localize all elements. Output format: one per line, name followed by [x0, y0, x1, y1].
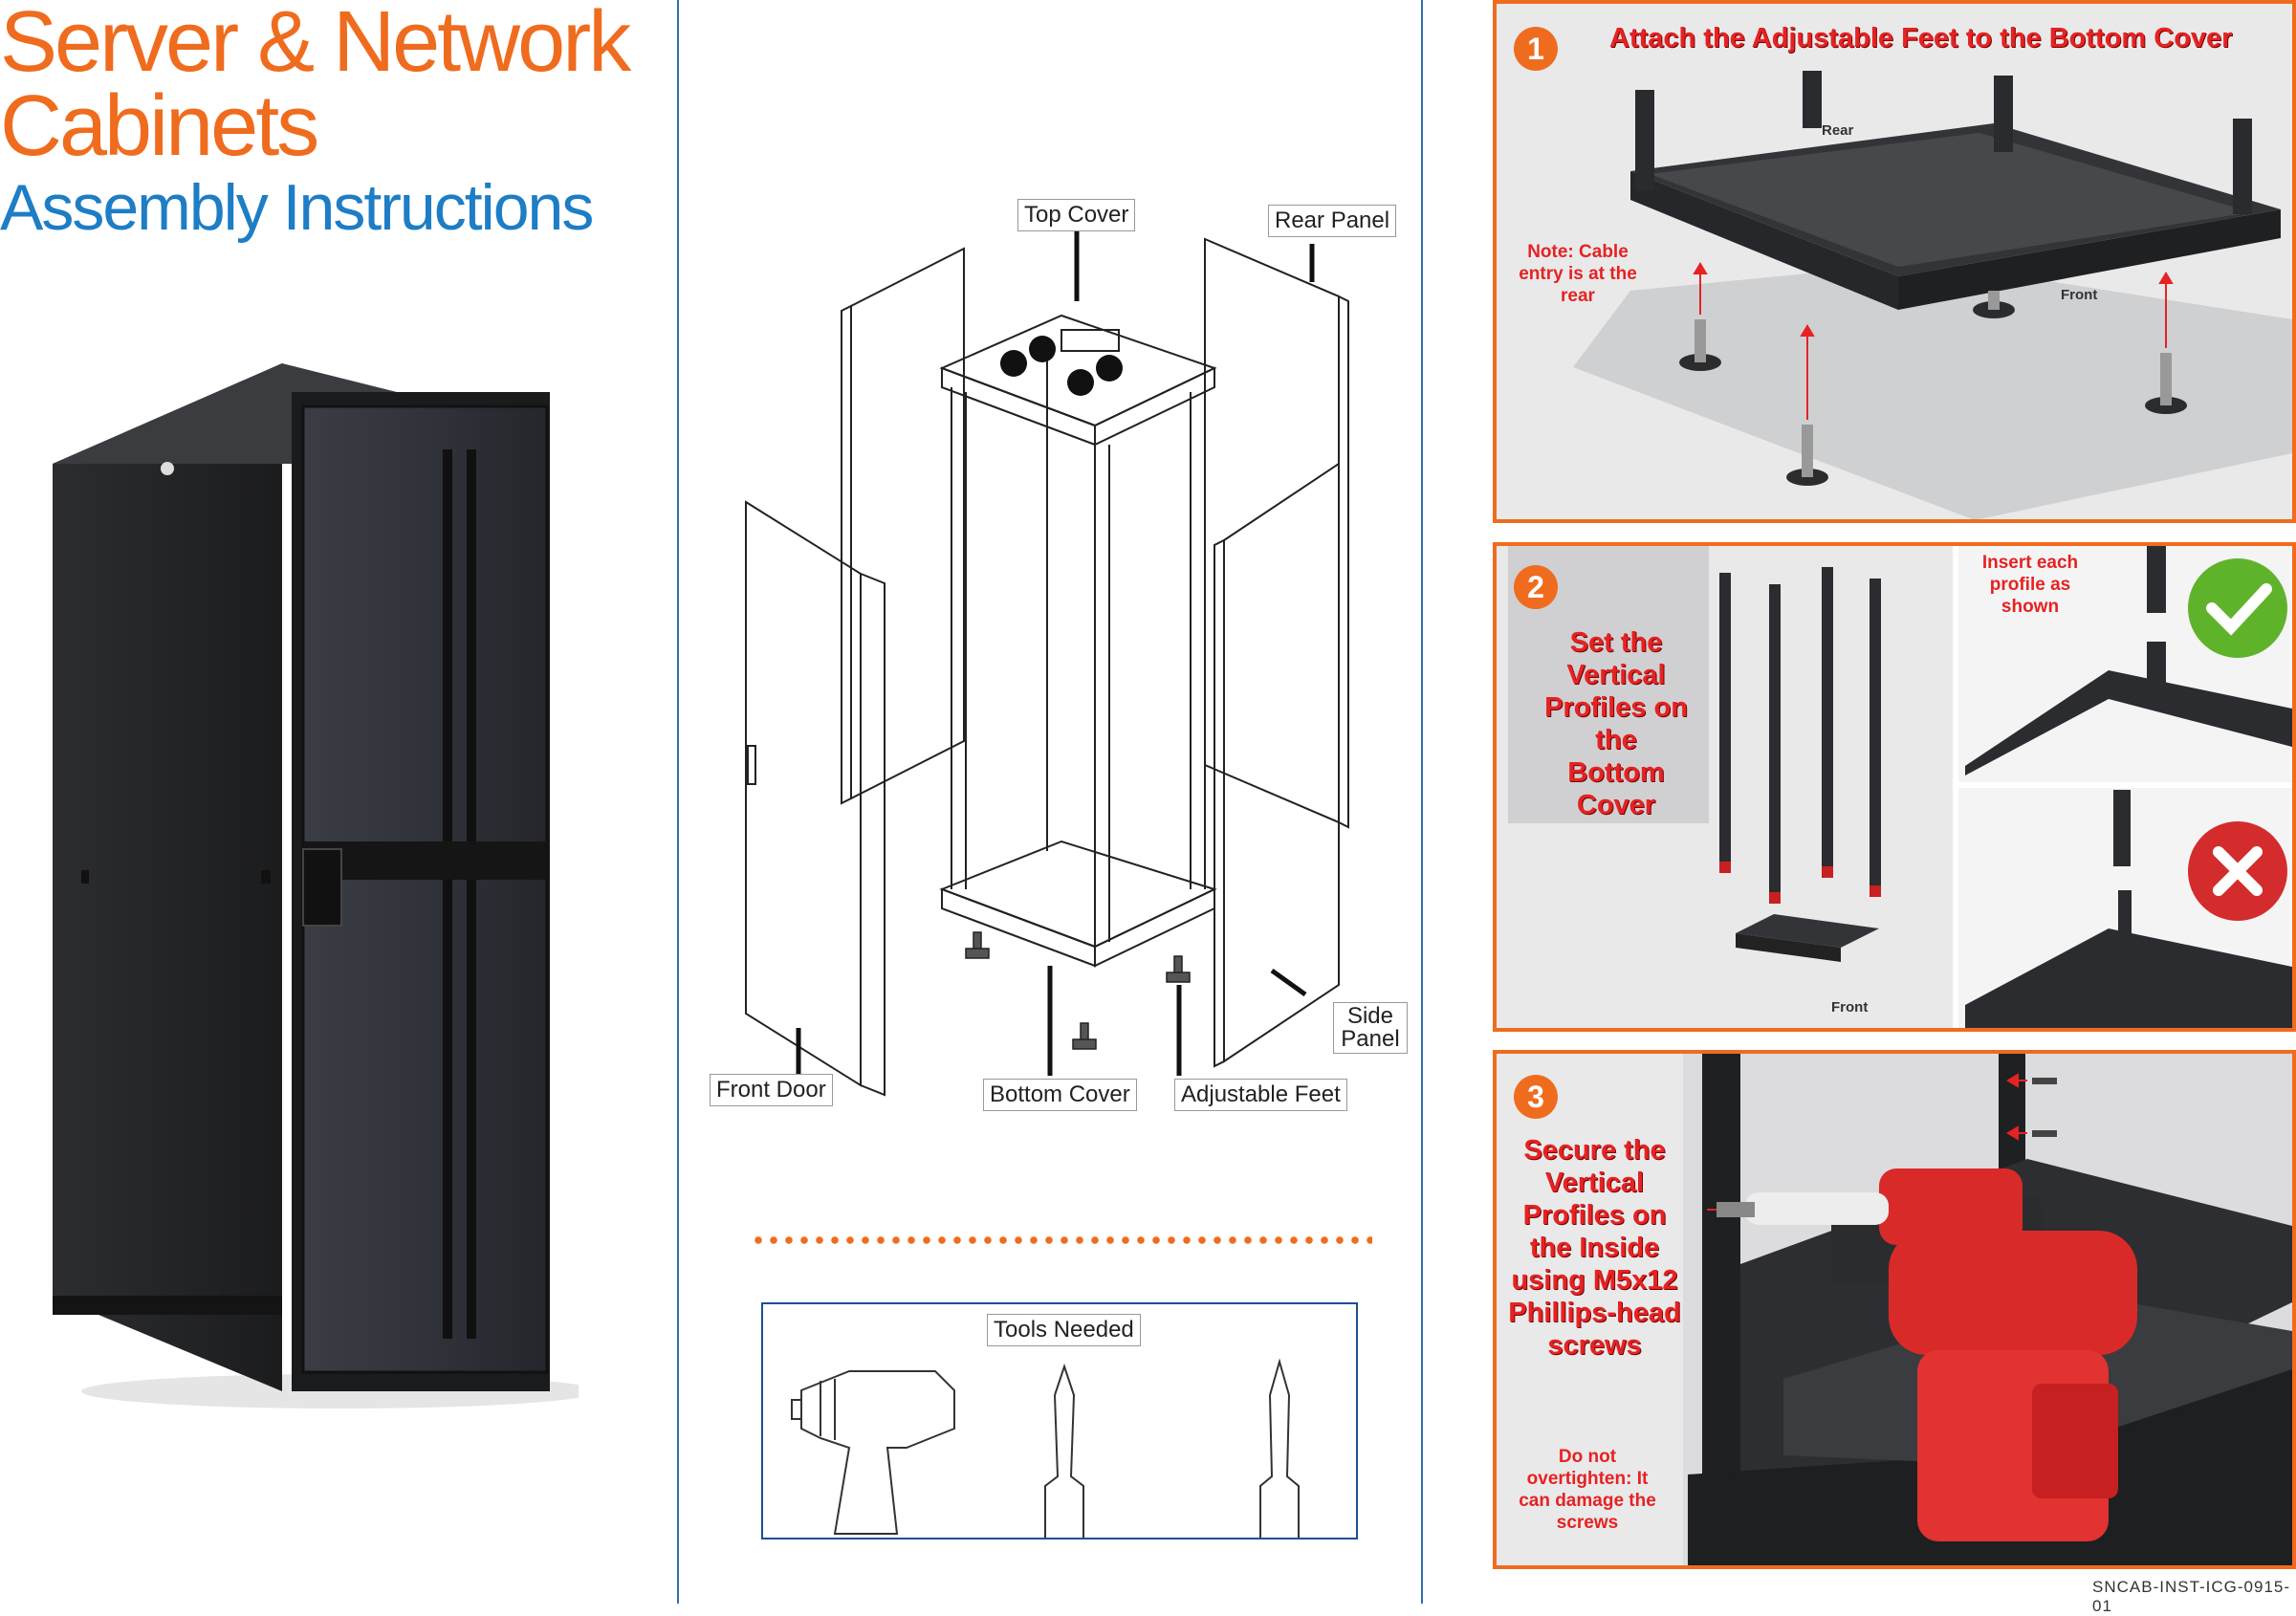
step-1-number: 1: [1514, 27, 1558, 71]
step-2-insert-note: Insert each profile as shown: [1981, 553, 2079, 617]
step-1-front-label: Front: [2061, 287, 2098, 303]
label-side-panel: Side Panel: [1333, 1002, 1408, 1054]
label-front-door: Front Door: [710, 1074, 833, 1106]
page-title: Server & Network Cabinets: [0, 0, 631, 174]
step-1-title: Attach the Adjustable Feet to the Bottom…: [1609, 23, 2233, 54]
step-2-panel: 2 Set the Vertical Profiles on the Botto…: [1493, 542, 2296, 1032]
step-3-warning: Do not overtighten: It can damage the sc…: [1519, 1447, 1656, 1533]
label-rear-panel: Rear Panel: [1268, 205, 1397, 237]
tools-box: Tools Needed: [761, 1302, 1358, 1540]
footer-code: SNCAB-INST-ICG-0915-01: [2092, 1578, 2291, 1615]
step-1-panel: 1 Attach the Adjustable Feet to the Bott…: [1493, 0, 2296, 523]
step-2-front-label: Front: [1831, 999, 1869, 1015]
step-1-rear-label: Rear: [1822, 122, 1854, 139]
tools-title: Tools Needed: [987, 1314, 1141, 1346]
step-2-title: Set the Vertical Profiles on the Bottom …: [1544, 627, 1688, 820]
divider-left: [677, 0, 679, 1604]
label-top-cover: Top Cover: [1017, 199, 1136, 231]
step-1-illustration: [1573, 71, 2292, 519]
divider-right: [1421, 0, 1423, 1604]
step-3-illustration: [1683, 1054, 2292, 1565]
dotted-separator: [751, 1236, 1372, 1244]
step-1-note: Note: Cable entry is at the rear: [1519, 242, 1637, 306]
label-bottom-cover: Bottom Cover: [983, 1079, 1137, 1111]
label-adjustable-feet: Adjustable Feet: [1174, 1079, 1347, 1111]
step-3-number: 3: [1514, 1075, 1558, 1119]
page-subtitle: Assembly Instructions: [0, 171, 594, 244]
step-3-title: Secure the Vertical Profiles on the Insi…: [1508, 1135, 1681, 1361]
step-2-illustration: [1508, 546, 2292, 1028]
tools-drawing: [791, 1358, 1300, 1538]
cabinet-image: [53, 363, 579, 1409]
step-2-number: 2: [1514, 565, 1558, 609]
exploded-diagram: [745, 220, 1349, 1097]
step-3-panel: 3 Secure the Vertical Profiles on the In…: [1493, 1050, 2296, 1569]
